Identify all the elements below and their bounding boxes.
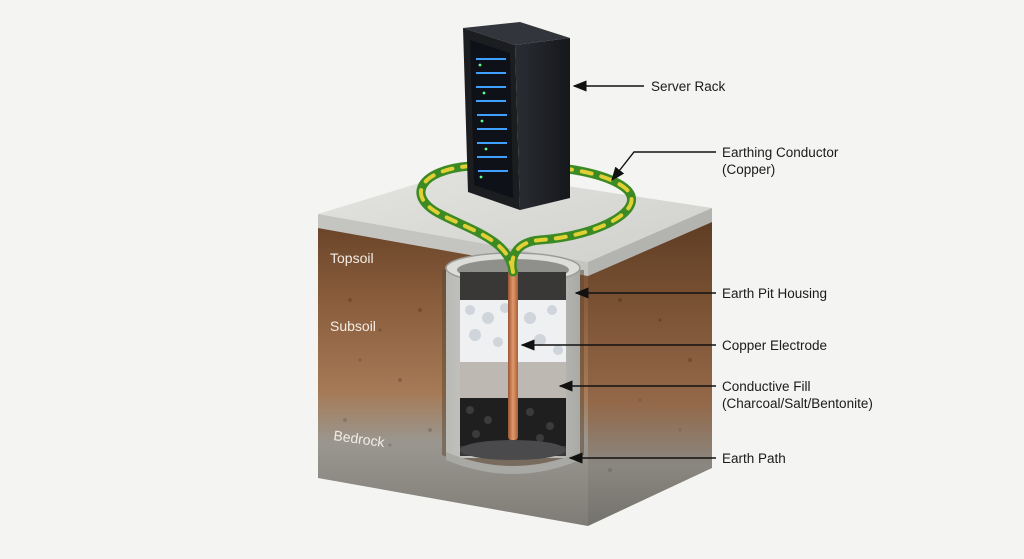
label-earth-path: Earth Path bbox=[722, 451, 786, 466]
strata-label-bedrock: Bedrock bbox=[333, 427, 387, 450]
strata-label-topsoil: Topsoil bbox=[330, 250, 374, 266]
label-conductive-fill: Conductive Fill bbox=[722, 379, 811, 394]
label-earthing-conductor: Earthing Conductor bbox=[722, 145, 839, 160]
slab-edge-right bbox=[588, 208, 712, 276]
leader-earthing-conductor bbox=[611, 151, 716, 182]
leader-lines bbox=[520, 80, 716, 464]
server-rack bbox=[463, 22, 570, 210]
label-server-rack: Server Rack bbox=[651, 79, 726, 94]
strata-label-subsoil: Subsoil bbox=[330, 318, 376, 334]
label-earthing-conductor-material: (Copper) bbox=[722, 162, 775, 177]
label-earth-pit-housing: Earth Pit Housing bbox=[722, 286, 827, 301]
soil-face-right bbox=[588, 222, 712, 526]
label-copper-electrode: Copper Electrode bbox=[722, 338, 827, 353]
copper-electrode bbox=[508, 268, 518, 440]
label-conductive-fill-materials: (Charcoal/Salt/Bentonite) bbox=[722, 396, 873, 411]
soil-texture bbox=[343, 298, 692, 472]
